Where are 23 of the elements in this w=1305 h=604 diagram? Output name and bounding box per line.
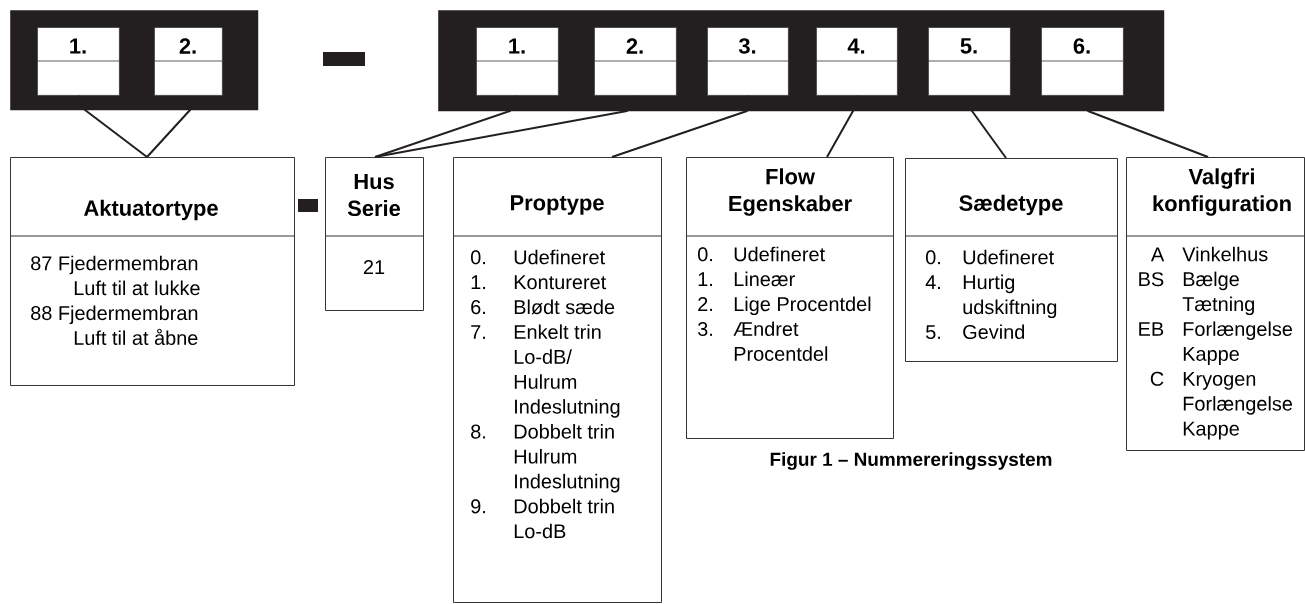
connector-line <box>1081 94 1209 158</box>
code-table: Proptype 0. Udefineret 1. Kontureret 6. Blødt sæde 7. Enkelt trin Lo-dB/ Hulrum Indeslutning 8. Dobbelt trin Hulrum Indeslutning 9. Dobbelt trin Lo-dB <box>452 157 662 603</box>
connector-line <box>146 94 191 158</box>
connector-line <box>374 94 519 158</box>
code-table: Hus Serie 21 <box>324 157 424 311</box>
connector-line <box>77 94 148 158</box>
connector-line <box>826 94 858 158</box>
code-field: 1. <box>475 27 559 96</box>
code-table: Aktuatortype 87 Fjedermembran Luft til at lukke 88 Fjedermembran Luft til at åbne <box>9 157 295 386</box>
connector-line <box>968 94 1007 159</box>
code-field: 1. <box>36 27 120 96</box>
code-field: 2. <box>593 27 677 96</box>
figure-caption: Figur 1 – Nummereringssystem <box>770 452 1052 470</box>
code-field: 2. <box>153 27 223 96</box>
code-field: 5. <box>927 27 1011 96</box>
code-table: Sædetype 0. Udefineret 4. Hurtig udskiftning 5. Gevind <box>904 158 1118 362</box>
connector-line <box>374 94 637 158</box>
connector-line <box>611 94 749 158</box>
code-field: 4. <box>815 27 898 96</box>
code-field: 3. <box>706 27 789 96</box>
code-table: Flow Egenskaber 0. Udefineret 1. Lineær 2. Lige Procentdel 3. Ændret Procentdel <box>685 157 894 439</box>
code-table: Valgfri konfiguration A Vinkelhus BS Bælge Tætning EB Forlængelse Kappe C Kryogen Forlængelse Kappe <box>1125 157 1305 451</box>
code-field: 6. <box>1040 27 1124 96</box>
